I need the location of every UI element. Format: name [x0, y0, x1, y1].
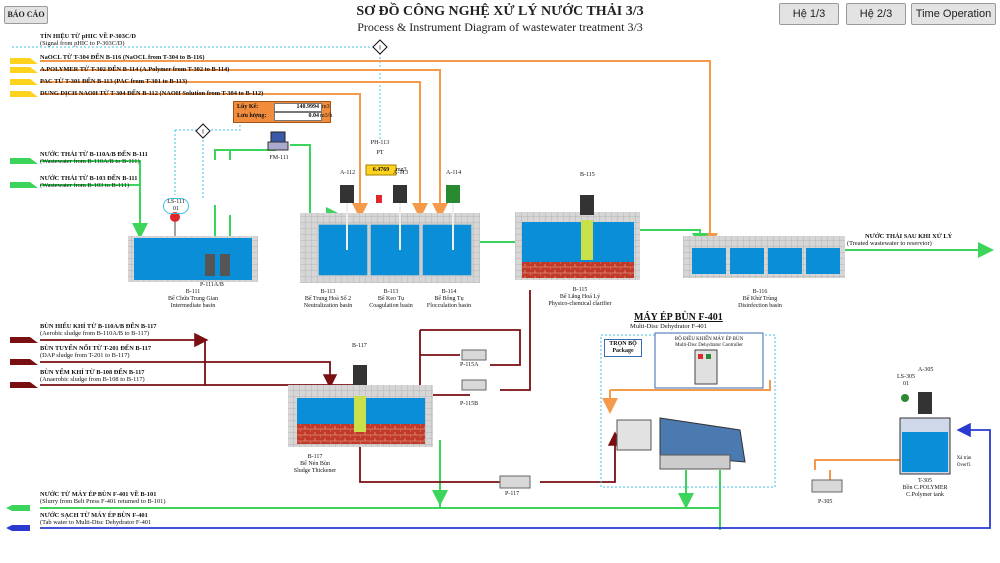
output-label-slurry-vi: NƯỚC TỪ MÁY ÉP BÙN F-401 VỀ B-101 — [40, 491, 157, 498]
pump-p117-tag: P-117 — [505, 491, 520, 497]
input-label-ww-110-vi: NƯỚC THẢI TỪ B-110A/B ĐẾN B-111 — [40, 151, 148, 158]
outlet-label-en: (Treated wastewater to reservior) — [847, 240, 932, 247]
pump-p305-tag: P-305 — [818, 499, 833, 505]
basin-b112-b114 — [300, 164, 480, 283]
input-label-tapwater-en: (Tab water to Multi-Disc Dehydrator F-40… — [40, 519, 152, 526]
pumps — [461, 349, 843, 493]
ph113-tag: PH-113 — [370, 140, 390, 146]
input-label-apolymer: A.POLYMER TỪ T-302 ĐẾN B-114 (A.Polymer … — [40, 66, 230, 73]
agitator-b115-tag: B-115 — [580, 172, 595, 178]
output-label-slurry-en: (Slurry from Belt Press F-401 returned t… — [40, 498, 166, 505]
agitator-a114-tag: A-114 — [446, 170, 462, 176]
controller-label-en: Multi-Disc Dehydrator Controller — [675, 343, 743, 348]
input-label-pac: PAC TỪ T-301 ĐẾN B-113 (PAC from T-301 t… — [40, 78, 188, 85]
input-label-dap-en: (DAP sludge from T-201 to B-117) — [40, 352, 130, 359]
flow-totalizer-box: Lũy Kế: 140.9994 m3 Lưu lượng: 0.04 m3/h — [233, 101, 332, 123]
input-label-ww-103-en: (Wastewater from B-103 to B-111) — [40, 182, 130, 189]
pump-p115b-tag: P-115B — [460, 401, 479, 407]
input-label-tapwater-vi: NƯỚC SẠCH TỪ MÁY ÉP BÙN F-401 — [40, 512, 148, 519]
input-label-signal-vi: TÍN HIỆU TỪ pHIC VỀ P-303C/D — [40, 33, 136, 40]
multi-disc-dehydrator-icon — [616, 417, 746, 470]
basin-b117 — [288, 365, 433, 447]
input-label-naoh: DUNG DỊCH NAOH TỪ T-304 ĐẾN B-112 (NAOH … — [40, 90, 264, 97]
outlet-label-vi: NƯỚC THẢI SAU KHI XỬ LÝ — [865, 233, 953, 240]
overflow-label: Xả tràn Overfl. — [956, 456, 972, 468]
ph113-value: 6.4769 — [372, 167, 390, 173]
pump-p115a-tag: P-115A — [460, 362, 479, 368]
svg-text:I: I — [379, 46, 381, 52]
dehydrator-title: MÁY ÉP BÙN F-401 — [634, 312, 723, 323]
input-label-dap-vi: BÙN TUYỂN NỔI TỪ T-201 ĐẾN B-117 — [40, 345, 152, 352]
page-title: SƠ ĐỒ CÔNG NGHỆ XỬ LÝ NƯỚC THẢI 3/3 — [356, 4, 644, 19]
input-label-ww-110-en: (Wastewater from B-110A/B to B-111) — [40, 158, 140, 165]
basin-b115 — [515, 195, 640, 280]
fm111-tag: FM-111 — [269, 155, 289, 161]
nav-button-he-1[interactable]: Hệ 1/3 — [779, 3, 839, 25]
signal-diamond: I I — [195, 39, 388, 139]
time-operation-button[interactable]: Time Operation — [911, 3, 996, 25]
nav-button-he-2[interactable]: Hệ 2/3 — [846, 3, 906, 25]
report-button[interactable]: BÁO CÁO — [4, 6, 48, 24]
package-label: TRỌN BỘ Package — [604, 339, 642, 357]
svg-text:I: I — [202, 130, 204, 136]
basin-b116 — [683, 236, 845, 278]
input-label-aerobic-en: (Aerobic sludge from B-110A/B to B-117) — [40, 330, 150, 337]
input-label-naocl: NaOCL TỪ T-304 ĐẾN B-116 (NaOCL from T-3… — [40, 54, 205, 61]
ph113-unit: mg3 — [396, 167, 407, 173]
input-arrows — [6, 58, 38, 531]
ph113-sub: PT — [376, 150, 384, 156]
agitator-a305-tag: A-305 — [918, 367, 934, 373]
agitator-b117-tag: B-117 — [352, 343, 367, 349]
dehydrator-subtitle: Multi-Disc Dehydrator F-401 — [630, 323, 707, 330]
agitator-a112-tag: A-112 — [340, 170, 356, 176]
page-subtitle: Process & Instrument Diagram of wastewat… — [357, 20, 643, 34]
tank-t305 — [899, 392, 951, 475]
input-label-anaerobic-en: (Anaerobic sludge from B-108 to B-117) — [40, 376, 145, 383]
dehydrator-package-border — [600, 334, 776, 488]
input-label-ww-103-vi: NƯỚC THẢI TỪ B-103 ĐẾN B-111 — [40, 175, 138, 182]
flow-meter-fm111 — [267, 131, 289, 151]
input-label-anaerobic-vi: BÙN YẾM KHÍ TỪ B-108 ĐẾN B-117 — [40, 369, 145, 376]
input-label-signal-en: (Signal from pHIC to P-303C/D) — [40, 40, 125, 47]
basin-b111 — [128, 212, 258, 282]
pump-p111-tag: P-111A/B — [200, 282, 224, 288]
input-label-aerobic-vi: BÙN HIẾU KHÍ TỪ B-110A/B ĐẾN B-117 — [40, 323, 157, 330]
agitator-a113-tag: A-113 — [393, 170, 409, 176]
controller-label-vi: BỘ ĐIỀU KHIỂN MÁY ÉP BÙN — [674, 337, 744, 342]
